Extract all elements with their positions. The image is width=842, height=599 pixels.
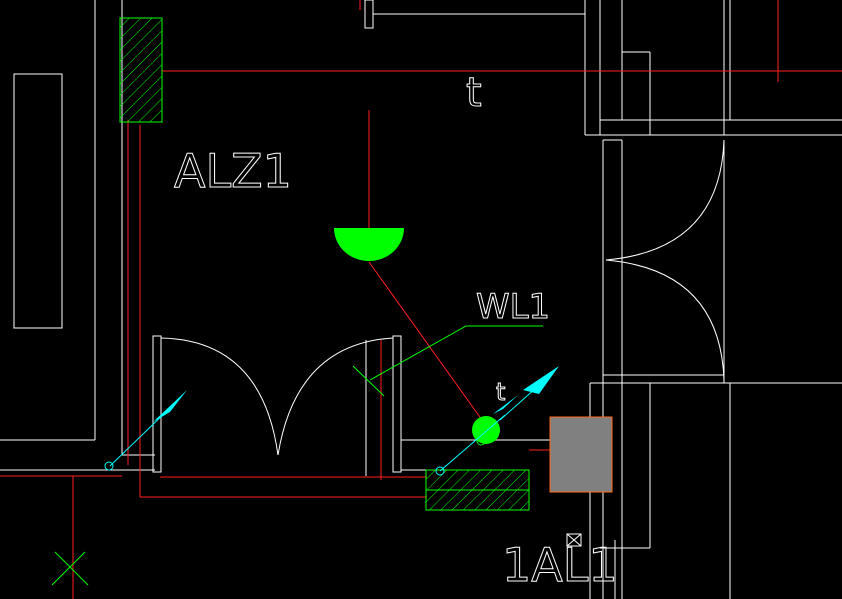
mark-t-mid: t [496, 378, 505, 406]
top-post [364, 0, 374, 29]
door-jamb-left [152, 335, 162, 473]
hatched-panel-top-left[interactable] [119, 17, 163, 123]
circuit-label-wl1: WL1 [476, 287, 550, 327]
sensor-icon-right[interactable] [435, 395, 518, 476]
cross-mark [51, 551, 89, 586]
door-swing-upper-right [605, 139, 725, 261]
door-jamb-right [392, 335, 402, 473]
panel-label-alz1: ALZ1 [174, 144, 292, 198]
ceiling-lamp-icon[interactable] [334, 228, 404, 261]
sensor-icon-upper-right[interactable] [499, 366, 559, 421]
panel-label-1al1: 1AL1 [502, 538, 618, 592]
door-swing-right [277, 337, 394, 456]
door-swing-lower-right [605, 259, 725, 381]
sensor-icon-left[interactable] [104, 390, 187, 471]
junction-box [566, 533, 582, 547]
mark-t-top: t [466, 70, 482, 116]
equipment-box[interactable] [549, 416, 613, 493]
door-swing-left [160, 337, 279, 456]
left-column-outline [13, 73, 63, 329]
wl1-leader [352, 325, 543, 397]
